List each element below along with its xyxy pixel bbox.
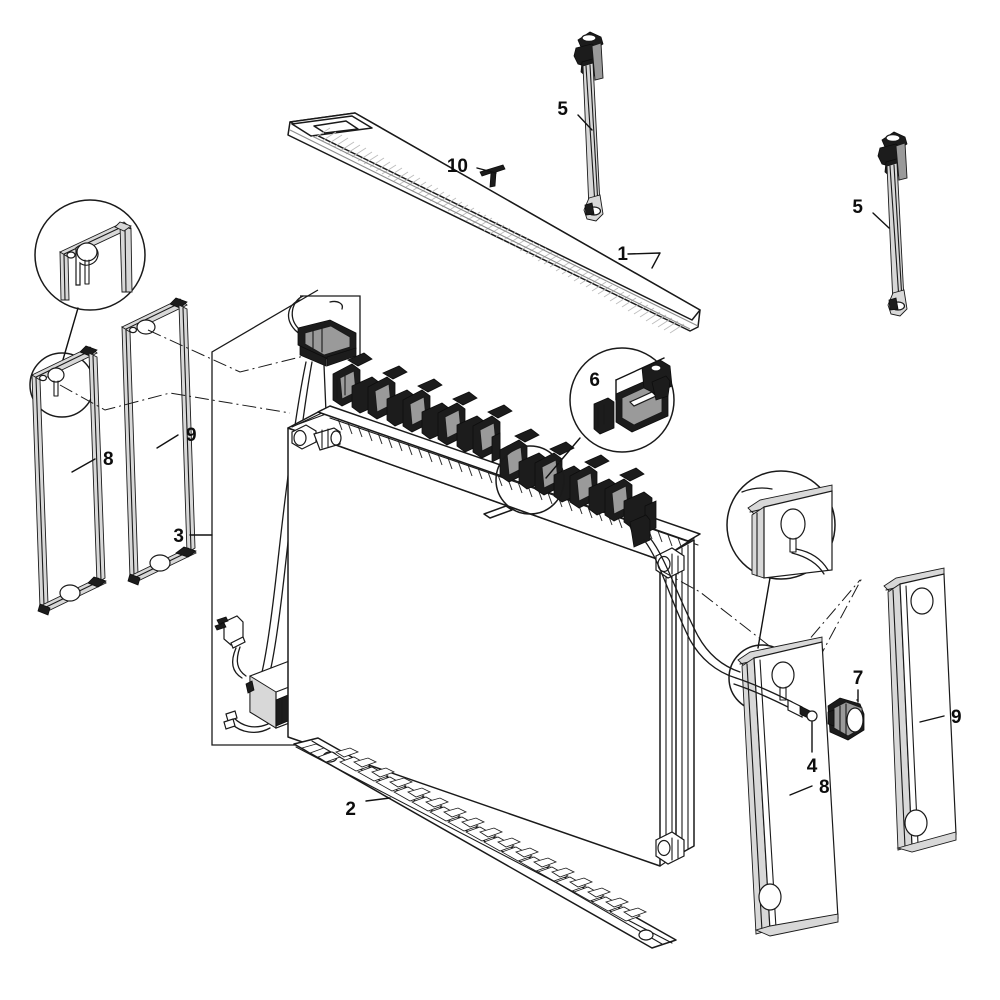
label-part-3: 3	[173, 526, 184, 547]
part-7-cylindrical-connector-cap: 7	[827, 668, 865, 741]
top-pipe-stubs	[291, 424, 342, 451]
part-10-push-pin-fastener: 10	[447, 156, 506, 188]
part-8a-side-bracket-frame: 8	[31, 345, 114, 616]
label-part-7: 7	[853, 668, 864, 689]
rail-head	[573, 31, 604, 81]
strip-perforations	[301, 743, 648, 922]
label-part-8b: 8	[819, 777, 830, 798]
label-part-2: 2	[345, 799, 356, 820]
part-9b-side-cover-panel: 9	[883, 567, 962, 853]
grille-slats	[289, 127, 699, 334]
label-part-1: 1	[617, 244, 628, 265]
label-part-5b: 5	[852, 197, 863, 218]
terminal-block	[297, 319, 357, 367]
part-5b-vertical-mounting-rail: 5	[852, 131, 908, 317]
assembly-centre-lines	[59, 329, 321, 414]
label-part-4: 4	[807, 756, 818, 777]
mains-plug	[214, 615, 247, 679]
part-4-sensor-probe-lead: 4	[733, 677, 818, 777]
label-part-8a: 8	[103, 449, 114, 470]
fan-unit	[367, 365, 416, 427]
callout-bracket-keyhole-detail	[34, 199, 146, 371]
label-part-10: 10	[447, 156, 468, 177]
callout-panel-keyhole-detail	[726, 470, 836, 649]
label-part-5a: 5	[557, 99, 568, 120]
part-5a-vertical-mounting-rail: 5	[557, 31, 604, 222]
right-bottom-valve	[655, 831, 685, 865]
part-1-top-louvre-grille: 1	[287, 112, 701, 334]
callout-small-circle-fan	[495, 445, 565, 515]
part-9a-side-cover-panel: 9	[121, 297, 197, 586]
part-2-bottom-perforated-strip: 2	[293, 737, 677, 949]
part-6-fan-row-lower	[499, 428, 741, 679]
part-6-fan-row-upper	[332, 352, 513, 463]
part-8b-side-bracket-frame: 8	[737, 636, 839, 937]
callout-fan-clip-detail: 6	[545, 347, 675, 479]
label-part-9a: 9	[186, 425, 197, 446]
label-part-9b: 9	[951, 707, 962, 728]
radiator-panel-assembly	[287, 405, 701, 867]
label-part-6: 6	[589, 370, 600, 391]
right-top-valve	[655, 547, 685, 579]
